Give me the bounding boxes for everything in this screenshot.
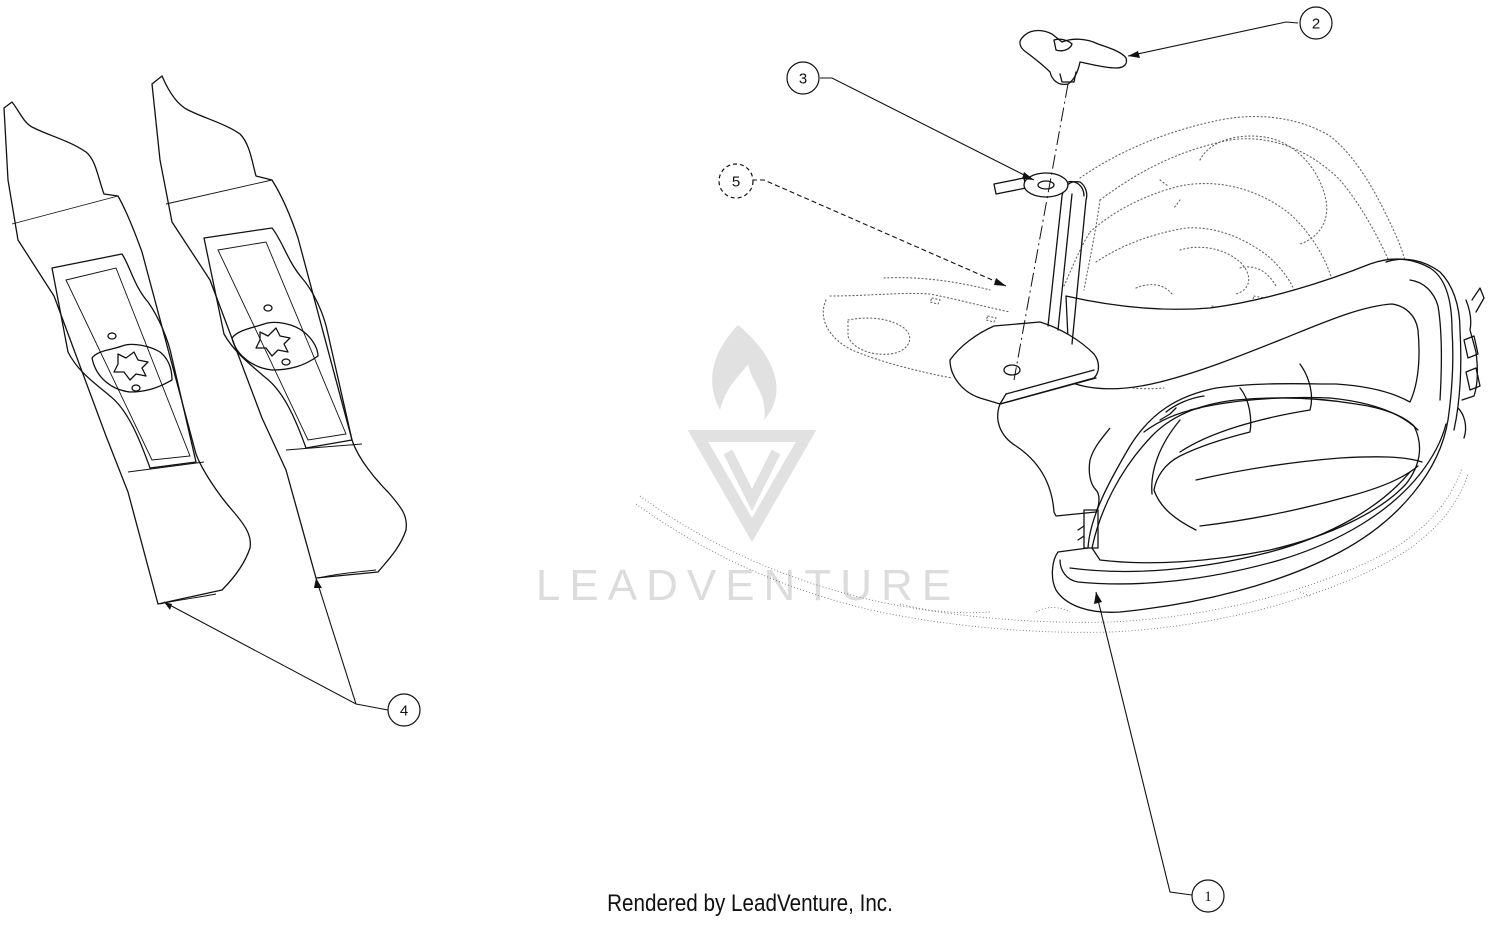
leader-line-1: [1095, 591, 1193, 896]
footer-credit: Rendered by LeadVenture, Inc.: [607, 890, 893, 917]
callout-1-label: 1: [1204, 889, 1212, 905]
mower-blade-right: [151, 75, 408, 579]
leader-line-4a: [163, 601, 389, 711]
leader-line-2: [1127, 21, 1299, 57]
leadventure-watermark-logo: LEADVENTURE: [536, 325, 960, 610]
callout-2: 2: [1299, 6, 1333, 40]
leader-line-3: [820, 77, 1035, 181]
callout-1: 1: [1191, 879, 1225, 913]
wing-knob-part: [1019, 29, 1128, 86]
callout-5-label: 5: [732, 174, 740, 191]
callout-3: 3: [786, 61, 820, 95]
callout-3-label: 3: [799, 71, 807, 88]
mower-blade-left: [3, 101, 252, 605]
leader-line-4b: [315, 577, 357, 705]
callout-4-label: 4: [400, 703, 408, 720]
leader-line-5: [752, 179, 1007, 287]
callout-2-label: 2: [1312, 16, 1320, 33]
washer-part: [993, 172, 1085, 198]
mulching-plug: [949, 180, 1485, 613]
watermark-wordmark: LEADVENTURE: [536, 561, 960, 610]
callout-5: 5: [718, 163, 754, 199]
center-axis-line: [1013, 83, 1069, 381]
callout-4: 4: [387, 693, 421, 727]
